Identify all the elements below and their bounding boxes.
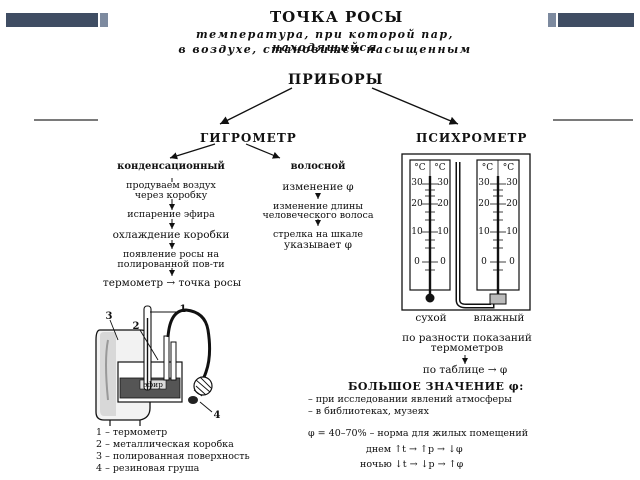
hygrometer-heading: ГИГРОМЕТР (200, 131, 297, 145)
hygrometer-figure (95, 305, 213, 426)
hair-step-2a: изменение длины (273, 201, 363, 212)
wet-scale-20-right: 20 (506, 199, 518, 209)
ether-label: эфир (143, 380, 163, 389)
definition-line-2: в воздухе, становится насыщенным (178, 43, 472, 56)
dry-scale-20-left: 20 (411, 199, 423, 209)
arrow-to-hair (245, 143, 281, 159)
big-value-item-2: – в библиотеках, музеях (308, 406, 430, 417)
dry-unit-left: °С (414, 163, 426, 173)
psychrometer-figure (401, 153, 531, 311)
condensation-step-3: охлаждение коробки (112, 229, 230, 241)
condensation-step-4b: полированной пов-ти (117, 259, 225, 270)
psychrometer-note-2: по таблице → φ (422, 364, 508, 376)
wet-scale-10-right: 10 (506, 227, 518, 237)
day-relation: днем ↑t → ↑p → ↓φ (366, 444, 463, 455)
condensation-step-1b: через коробку (134, 190, 208, 201)
psychrometer-note-1a: по разности показаний (402, 332, 532, 344)
arrow-to-condensation (169, 143, 216, 160)
header-bar-right-mid (548, 13, 556, 27)
dry-scale-30-right: 30 (437, 178, 449, 188)
night-relation: ночью ↓t → ↓p → ↑φ (360, 459, 464, 470)
condensation-title: конденсационный (117, 161, 225, 172)
figure-label-3: 3 (105, 311, 113, 322)
psychrometer-note-1b: термометров (430, 342, 504, 354)
figure-label-4: 4 (213, 410, 221, 421)
wet-thermometer-label: влажный (473, 312, 525, 324)
hair-step-1: изменение φ (282, 181, 354, 193)
arrow-to-psychrometer (371, 87, 459, 125)
figure-label-2: 2 (132, 321, 140, 332)
header-bar-left-dark (6, 13, 98, 27)
humidity-norm: φ = 40–70% – норма для жилых помещений (308, 428, 529, 439)
condensation-step-5: термометр → точка росы (102, 277, 242, 289)
psychrometer-heading: ПСИХРОМЕТР (416, 131, 528, 145)
dry-scale-10-left: 10 (411, 227, 423, 237)
wet-unit-left: °С (481, 163, 494, 173)
page-title: ТОЧКА РОСЫ (270, 8, 404, 26)
divider-right (553, 119, 633, 121)
legend-item-3: 3 – полированная поверхность (96, 451, 250, 462)
wet-scale-20-left: 20 (478, 199, 490, 209)
legend-item-4: 4 – резиновая груша (96, 463, 200, 474)
condensation-step-1a: продуваем воздух (126, 180, 216, 191)
wet-scale-0-left: 0 (481, 257, 487, 267)
hair-title: волосной (290, 161, 346, 172)
definition-line-1: температура, при которой пар, находящийс… (196, 28, 454, 54)
hair-step-2b: человеческого волоса (262, 210, 374, 221)
header-bar-left-mid (100, 13, 108, 27)
wet-scale-30-right: 30 (506, 178, 518, 188)
dry-scale-0-right: 0 (440, 257, 446, 267)
condensation-step-4a: появление росы на (122, 249, 220, 260)
big-value-item-1: – при исследовании явлений атмосферы (308, 394, 512, 405)
dry-scale-30-left: 30 (411, 178, 423, 188)
arrow-to-hygrometer (219, 87, 293, 125)
dry-scale-0-left: 0 (414, 257, 420, 267)
divider-left (34, 119, 98, 121)
dry-thermometer-label: сухой (415, 312, 447, 324)
legend-item-1: 1 – термометр (96, 427, 168, 438)
dry-unit-right: °С (434, 163, 446, 173)
figure-label-1: 1 (179, 304, 187, 315)
wet-scale-10-left: 10 (478, 227, 490, 237)
instruments-heading: ПРИБОРЫ (288, 72, 384, 88)
hair-step-3a: стрелка на шкале (272, 229, 364, 240)
dry-scale-10-right: 10 (437, 227, 449, 237)
legend-item-2: 2 – металлическая коробка (96, 439, 234, 450)
condensation-step-2: испарение эфира (127, 209, 215, 220)
wet-scale-0-right: 0 (509, 257, 515, 267)
wet-unit-right: °С (502, 163, 515, 173)
dry-scale-20-right: 20 (437, 199, 449, 209)
hair-step-3b: указывает φ (284, 239, 352, 251)
header-bar-right-dark (558, 13, 634, 27)
big-value-title: БОЛЬШОЕ ЗНАЧЕНИЕ φ: (348, 380, 524, 393)
wet-scale-30-left: 30 (478, 178, 490, 188)
header-bar-left-gap (98, 13, 100, 27)
